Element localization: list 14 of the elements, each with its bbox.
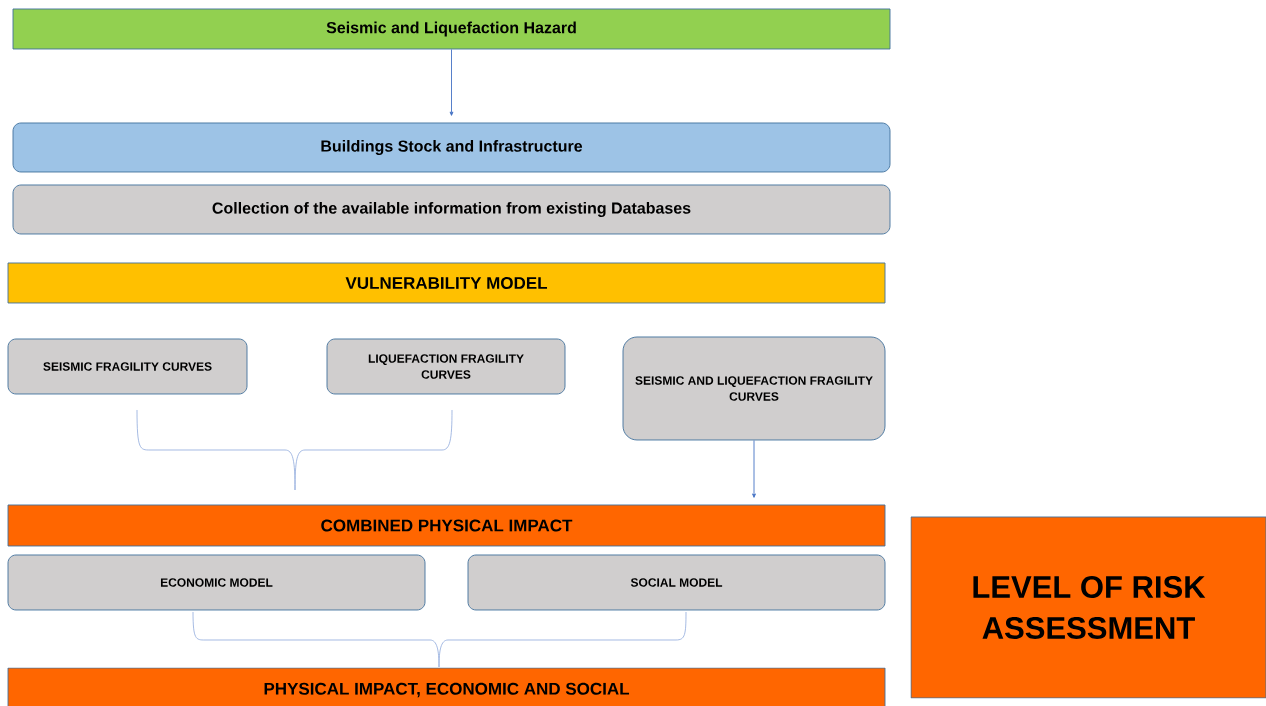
process-box: SEISMIC AND LIQUEFACTION FRAGILITY CURVES [622,336,886,441]
result-box: LEVEL OF RISK ASSESSMENT [910,516,1266,699]
section-bar: PHYSICAL IMPACT, ECONOMIC AND SOCIAL [7,667,886,706]
process-box: ECONOMIC MODEL [7,554,426,611]
process-box: SEISMIC FRAGILITY CURVES [7,338,248,395]
process-box: Buildings Stock and Infrastructure [12,122,891,173]
section-bar: VULNERABILITY MODEL [7,262,886,304]
section-bar: COMBINED PHYSICAL IMPACT [7,504,886,547]
process-box: SOCIAL MODEL [467,554,886,611]
hazard-bar: Seismic and Liquefaction Hazard [12,8,891,50]
arrow [752,440,756,498]
process-box: Collection of the available information from existing Databases [12,184,891,235]
process-box: LIQUEFACTION FRAGILITY CURVES [326,338,566,395]
arrow [449,49,454,116]
